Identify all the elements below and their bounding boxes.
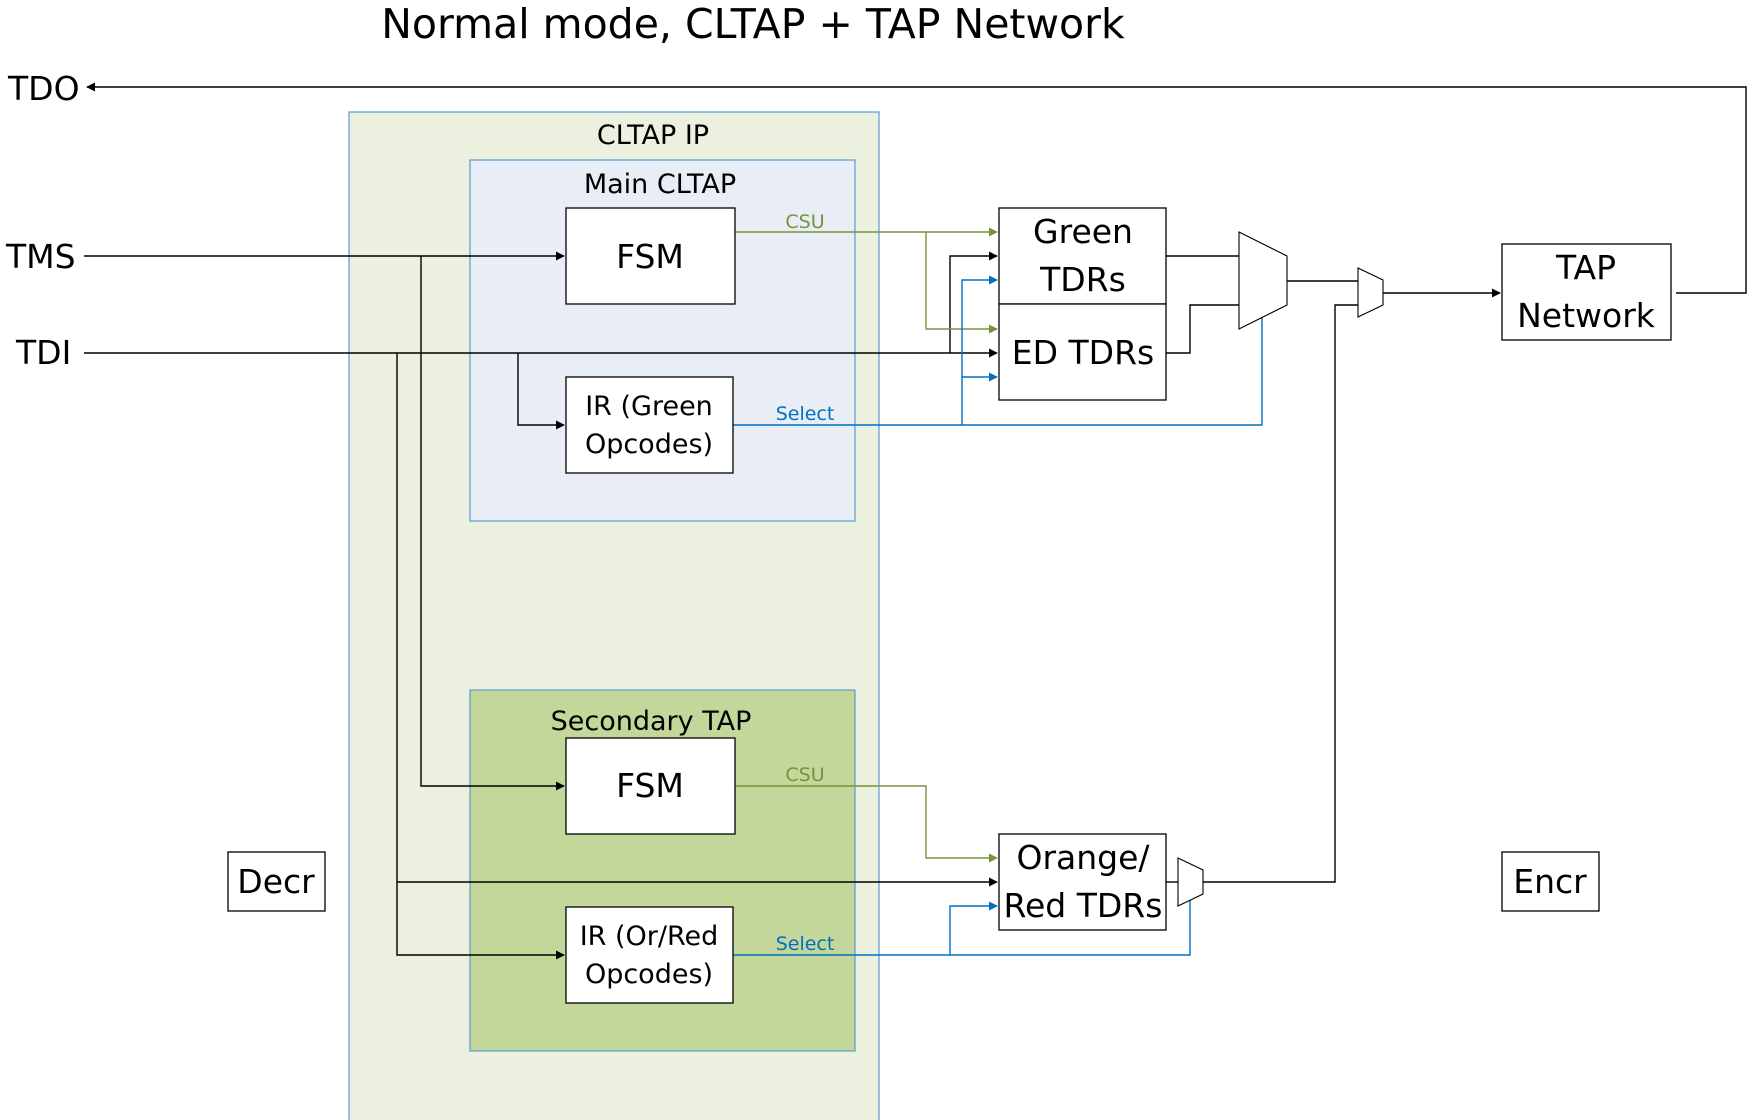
green-tdrs-box — [998, 207, 1167, 305]
secondary-ir-label-line1: IR (Or/Red — [580, 921, 719, 952]
mux3-out-wire — [1203, 304, 1358, 883]
ed-tdrs-label: ED TDRs — [1012, 333, 1154, 372]
secondary-ir-box — [565, 906, 734, 1004]
main-csu-label: CSU — [785, 211, 824, 233]
orange-tdrs-label-line2: Red TDRs — [1004, 886, 1163, 925]
main-ir-box — [565, 376, 734, 474]
main-ir-label-line1: IR (Green — [585, 391, 713, 422]
orange-tdrs-label-line1: Orange/ — [1016, 838, 1150, 877]
green-tdrs-label-line1: Green — [1033, 212, 1133, 251]
orange-red-tdrs-box — [998, 833, 1167, 931]
decr-box — [227, 851, 326, 912]
secondary-csu-wire — [735, 785, 998, 863]
secondary-fsm-label: FSM — [616, 766, 684, 805]
main-select-label: Select — [776, 403, 835, 425]
main-fsm-label: FSM — [616, 237, 684, 276]
secondary-select-wire — [733, 897, 1191, 956]
tms-to-secondary-fsm-wire — [420, 256, 565, 791]
cltap-ip-label: CLTAP IP — [597, 120, 709, 151]
tdi-to-secondary-ir-wire — [396, 353, 565, 960]
secondary-ir-label-line2: Opcodes) — [585, 959, 713, 990]
main-csu-to-ed-wire — [925, 232, 998, 334]
main-ir-label-line2: Opcodes) — [585, 429, 713, 460]
main-select-wire — [733, 316, 1263, 426]
tap-network-label-line2: Network — [1517, 296, 1656, 335]
tdo-port-label: TDO — [7, 69, 80, 108]
tap-network-label-line1: TAP — [1555, 248, 1616, 287]
secondary-tap-label: Secondary TAP — [551, 706, 752, 737]
tdo-wire — [86, 82, 1747, 294]
ed-tdrs-out-wire — [1166, 304, 1239, 354]
secondary-select-label: Select — [776, 933, 835, 955]
tdr-select-mux — [1238, 231, 1288, 330]
encr-label: Encr — [1513, 862, 1587, 901]
encr-box — [1501, 851, 1600, 912]
tms-port-label: TMS — [5, 237, 76, 276]
green-tdrs-label-line2: TDRs — [1039, 260, 1126, 299]
tdi-port-label: TDI — [15, 333, 71, 372]
diagram-title: Normal mode, CLTAP + TAP Network — [381, 0, 1125, 48]
ed-tdrs-box — [998, 303, 1167, 401]
output-mux — [1357, 267, 1384, 318]
main-cltap-label: Main CLTAP — [584, 169, 736, 200]
tap-network-box — [1501, 243, 1672, 341]
tdi-to-main-ir-wire — [517, 353, 565, 430]
secondary-csu-label: CSU — [785, 764, 824, 786]
secondary-select-to-orange-wire — [949, 901, 998, 955]
main-fsm-box — [565, 207, 736, 305]
decr-label: Decr — [237, 862, 315, 901]
orange-tdr-mux — [1177, 857, 1204, 907]
secondary-fsm-box — [565, 737, 736, 835]
tdi-to-green-tdrs-wire — [949, 251, 998, 353]
